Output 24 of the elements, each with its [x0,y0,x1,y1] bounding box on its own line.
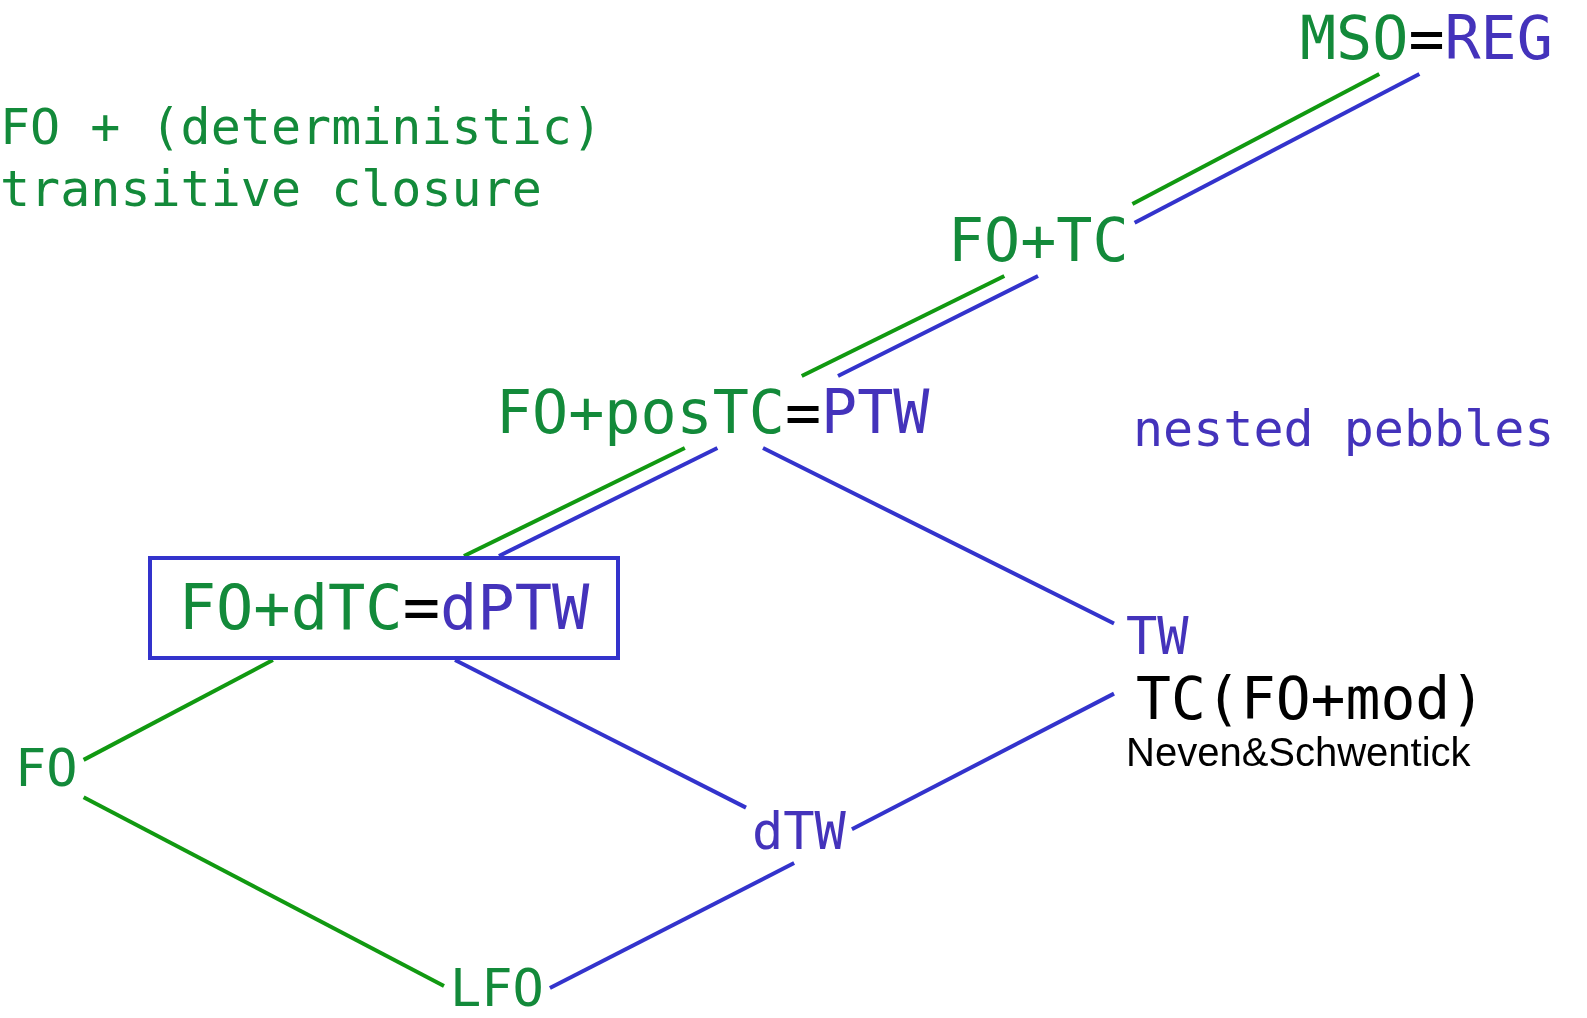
connector-line [82,658,274,762]
connector-line [454,658,747,810]
formula-label: FO+TC [948,210,1129,270]
connector-line [463,446,686,558]
formula-label: FO [15,742,78,794]
connector-line [1131,72,1381,206]
formula-label: TC(FO+mod) [1135,670,1486,728]
formula-label: TW [1125,610,1189,662]
connector-line [762,446,1115,626]
connector-line [851,691,1115,831]
connector-line [82,795,445,988]
connector-line [837,274,1039,378]
connector-line [498,446,719,558]
note-text: nested pebbles [1133,399,1556,460]
formula-label: FO+dTC=dPTW [178,577,590,639]
formula-label: LFO [450,962,544,1014]
formula-label: MSO=REG [1300,8,1553,68]
connector-line [1133,72,1421,225]
connector-line [800,274,1006,378]
formula-label: dTW [752,805,846,857]
highlight-box [148,556,620,660]
note-text: FO + (deterministic) transitive closure [0,97,604,220]
citation-text: Neven&Schwentick [1125,732,1471,772]
connector-line [549,861,796,990]
